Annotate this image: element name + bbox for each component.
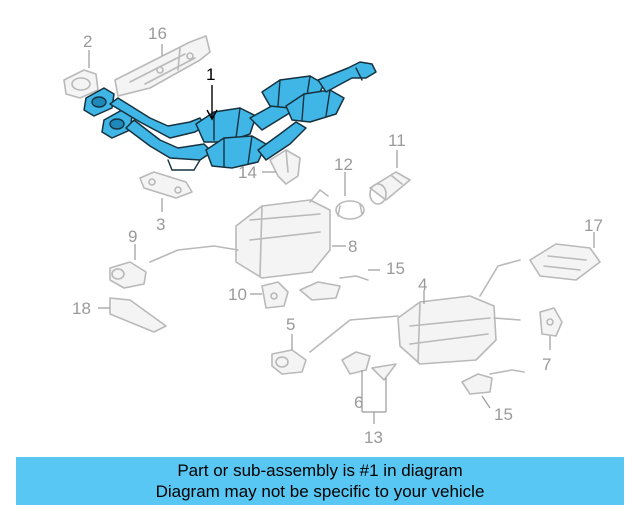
part-15-hanger-lower bbox=[461, 369, 525, 395]
callout-11: 11 bbox=[388, 131, 406, 150]
part-8-rear-muffler bbox=[149, 189, 331, 279]
part-5-hanger bbox=[271, 349, 307, 375]
callout-2: 2 bbox=[83, 32, 92, 51]
callout-1: 1 bbox=[206, 65, 215, 84]
callout-3: 3 bbox=[156, 215, 165, 234]
part-10-hanger bbox=[261, 281, 289, 309]
callout-7: 7 bbox=[542, 355, 551, 374]
part-6-bracket bbox=[341, 351, 397, 381]
part-1-catalytic-converter-assembly bbox=[83, 61, 377, 171]
callout-8: 8 bbox=[348, 237, 357, 256]
part-9-hanger bbox=[109, 261, 147, 289]
callout-13: 13 bbox=[364, 428, 383, 447]
callout-6: 6 bbox=[354, 393, 363, 412]
callout-14: 14 bbox=[238, 163, 257, 182]
banner-line-2: Diagram may not be specific to your vehi… bbox=[155, 482, 485, 501]
part-17-heat-shield bbox=[529, 243, 601, 281]
part-2-gasket bbox=[63, 69, 99, 99]
banner-line-1: Part or sub-assembly is #1 in diagram bbox=[177, 461, 463, 480]
part-11-exhaust-tip bbox=[369, 171, 411, 205]
part-18-heat-shield bbox=[109, 297, 167, 333]
part-12-clamp bbox=[335, 200, 365, 220]
callout-12: 12 bbox=[334, 155, 353, 174]
callout-5: 5 bbox=[286, 315, 295, 334]
callout-9: 9 bbox=[128, 227, 137, 246]
callout-18: 18 bbox=[72, 299, 91, 318]
callout-15-lower: 15 bbox=[494, 405, 513, 424]
part-7-hanger bbox=[539, 307, 563, 337]
part-14-bracket bbox=[269, 149, 301, 185]
part-4-center-muffler bbox=[309, 259, 521, 365]
callout-17: 17 bbox=[584, 216, 603, 235]
part-15-hanger-upper bbox=[299, 275, 369, 301]
part-3-gasket bbox=[139, 171, 193, 199]
callout-10: 10 bbox=[228, 285, 247, 304]
info-banner: Part or sub-assembly is #1 in diagram Di… bbox=[16, 457, 624, 505]
callout-16: 16 bbox=[148, 24, 167, 43]
part-16-heat-shield bbox=[114, 35, 211, 97]
exhaust-parts-diagram: 16 2 1 bbox=[63, 24, 603, 447]
callout-4: 4 bbox=[418, 275, 427, 294]
callout-15-upper: 15 bbox=[386, 259, 405, 278]
